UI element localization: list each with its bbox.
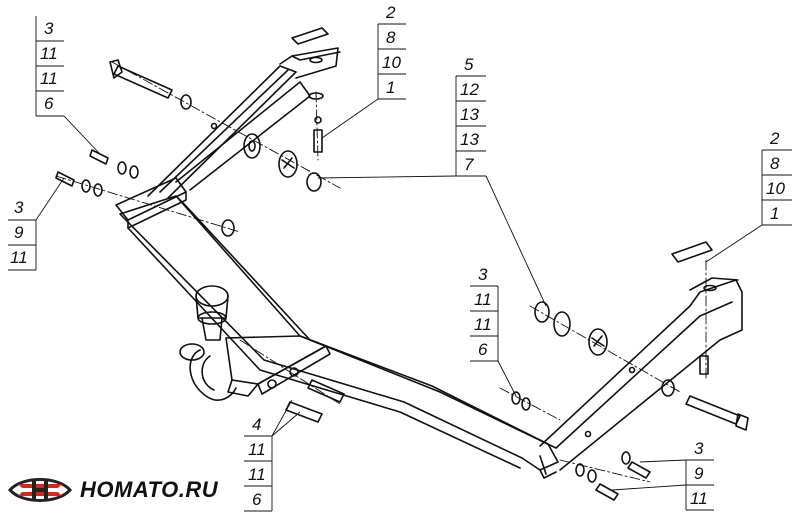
fasteners — [55, 59, 749, 501]
callout-bottom-right-3: 11 — [690, 489, 708, 508]
callout-top-left-4: 6 — [44, 94, 54, 113]
homato-logo[interactable]: HOMATO.RU — [8, 470, 218, 510]
callout-center-5: 7 — [464, 155, 474, 174]
callout-right-top-1: 2 — [769, 129, 780, 148]
callout-center-4: 13 — [460, 130, 479, 149]
callout-bottom-left-1: 4 — [252, 415, 261, 434]
callout-middle-4: 6 — [478, 340, 488, 359]
callout-top-center-1: 2 — [385, 3, 396, 22]
callout-top-left-1: 3 — [44, 19, 54, 38]
right-bracket — [539, 241, 743, 475]
callout-left-1: 3 — [14, 198, 24, 217]
callout-top-left-2: 11 — [40, 44, 58, 63]
homato-logo-icon — [8, 478, 72, 502]
callout-right-top-3: 10 — [766, 179, 785, 198]
leader-lines — [8, 16, 792, 512]
callout-bottom-left-4: 6 — [252, 490, 262, 509]
callout-bottom-left-3: 11 — [248, 465, 266, 484]
callout-top-center-2: 8 — [386, 28, 396, 47]
callout-top-left-3: 11 — [40, 69, 58, 88]
callout-middle-2: 11 — [474, 290, 492, 309]
callout-top-center-4: 1 — [386, 78, 395, 97]
callout-left-2: 9 — [14, 223, 24, 242]
crossbar — [119, 195, 559, 479]
logo-text: HOMATO.RU — [80, 477, 219, 502]
callout-center-1: 5 — [464, 55, 474, 74]
callout-middle-1: 3 — [478, 265, 488, 284]
callout-left-3: 11 — [10, 248, 28, 267]
callout-bottom-left-2: 11 — [248, 440, 266, 459]
axis-lines — [55, 61, 707, 483]
callout-top-center-3: 10 — [382, 53, 401, 72]
callout-right-top-4: 1 — [770, 204, 779, 223]
left-plate-tab — [291, 27, 329, 45]
left-bracket — [115, 27, 341, 229]
callout-middle-3: 11 — [474, 315, 492, 334]
callout-center-3: 13 — [460, 105, 479, 124]
callout-right-top-2: 8 — [770, 154, 780, 173]
callout-labels: 3 11 11 6 3 9 11 2 8 10 1 5 12 13 13 7 2… — [10, 3, 785, 509]
callout-bottom-right-1: 3 — [694, 439, 704, 458]
right-plate-tab — [671, 241, 713, 263]
callout-bottom-right-2: 9 — [694, 464, 704, 483]
callout-center-2: 12 — [460, 80, 479, 99]
